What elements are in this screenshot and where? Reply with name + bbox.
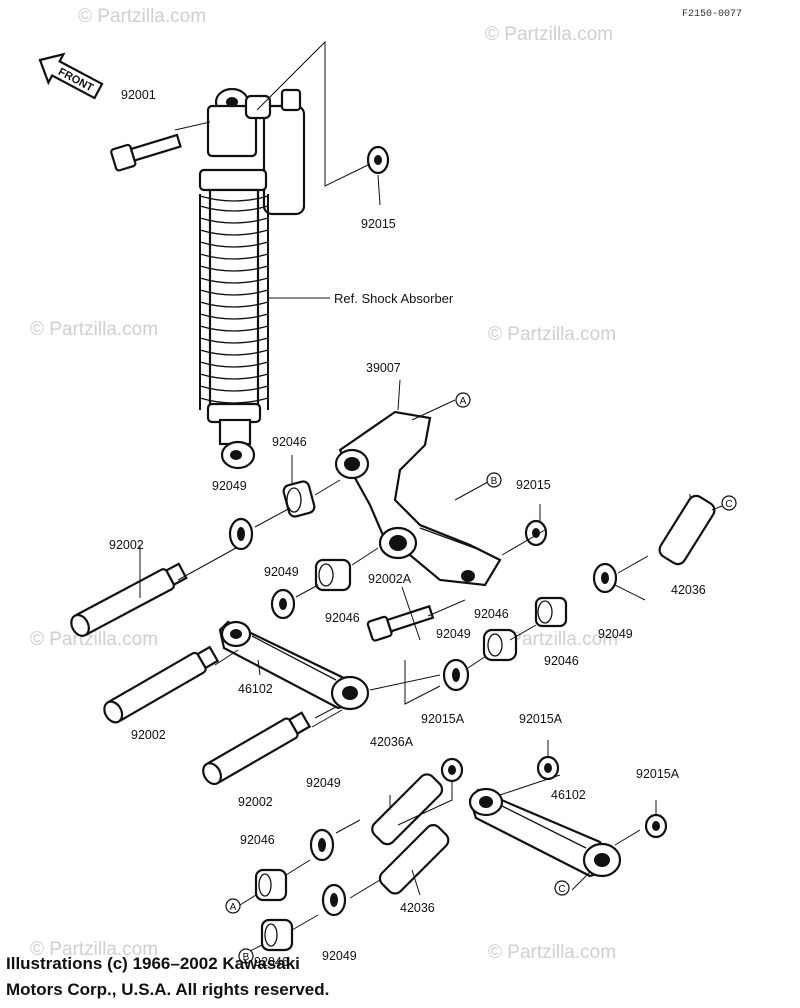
leader-lines — [139, 40, 723, 956]
part-number: 46102 — [551, 788, 586, 802]
watermark: © Partzilla.com — [30, 629, 158, 650]
tie-rod-46102-right — [468, 787, 622, 878]
part-number: 92015 — [516, 478, 551, 492]
part-number: 92002A — [368, 572, 412, 586]
ref-shock-absorber-label: Ref. Shock Absorber — [334, 291, 454, 306]
part-number: 92049 — [436, 627, 471, 641]
bearing-92046-right-a — [534, 596, 568, 628]
sleeve-42036a — [371, 773, 444, 846]
part-number: 92046 — [325, 611, 360, 625]
shock-absorber — [198, 87, 306, 470]
part-number: 92046 — [272, 435, 307, 449]
part-number: 39007 — [366, 361, 401, 375]
part-number: 92002 — [131, 728, 166, 742]
bearing-92046-right-b — [482, 628, 518, 662]
part-number: 92015A — [421, 712, 465, 726]
seal-92049-lower — [309, 828, 335, 862]
bearing-92046-upper — [282, 480, 316, 518]
collar-92015a-3 — [644, 813, 668, 839]
callout-letter: C — [725, 499, 732, 510]
part-number: 92015A — [519, 712, 563, 726]
part-number: 92049 — [322, 949, 357, 963]
part-number: 92015A — [636, 767, 680, 781]
shaft-92002-upper — [70, 562, 188, 637]
part-number: 92001 — [121, 88, 156, 102]
collar-92015a-1 — [440, 757, 464, 783]
bearing-92046-lower — [254, 868, 288, 902]
seal-92049-upper — [228, 517, 254, 551]
callout-letter: B — [243, 952, 250, 963]
watermark: © Partzilla.com — [488, 942, 616, 963]
front-arrow-icon: FRONT — [38, 52, 104, 100]
callout-a-top: A — [455, 392, 471, 408]
callout-a-bottom: A — [225, 898, 241, 914]
collar-92015-rocker — [524, 519, 548, 547]
seal-92049-bottom — [321, 883, 347, 917]
figure-code: F2150-0077 — [682, 9, 742, 20]
part-number: 92046 — [544, 654, 579, 668]
bearing-92046-mid — [314, 558, 352, 592]
watermark: © Partzilla.com — [490, 629, 618, 650]
shaft-92002-bottom — [202, 711, 312, 786]
callout-letter: A — [460, 396, 467, 407]
sleeve-42036-bottom — [378, 824, 450, 895]
callout-letter: C — [558, 884, 565, 895]
sleeve-42036-right — [658, 494, 716, 566]
tie-rod-46102-left — [218, 620, 370, 711]
part-number: 92046 — [474, 607, 509, 621]
seal-92049-center — [442, 658, 470, 692]
collar-92015a-2 — [536, 755, 560, 781]
watermark-group: © Partzilla.com © Partzilla.com © Partzi… — [30, 6, 618, 963]
bolt-92001 — [110, 133, 182, 172]
part-number: 92049 — [598, 627, 633, 641]
seal-92049-mid — [270, 588, 296, 620]
part-number: 92046 — [240, 833, 275, 847]
bearing-92046-bottom — [260, 918, 294, 952]
part-number: 92049 — [306, 776, 341, 790]
watermark: © Partzilla.com — [485, 24, 613, 45]
callout-c-top: C — [721, 495, 737, 511]
watermark: © Partzilla.com — [30, 319, 158, 340]
part-number: 92002 — [109, 538, 144, 552]
collar-92015-top — [366, 145, 390, 175]
watermark: © Partzilla.com — [78, 6, 206, 27]
seal-92049-right — [592, 562, 618, 594]
copyright-line: Motors Corp., U.S.A. All rights reserved… — [6, 980, 330, 999]
callout-letter: A — [230, 902, 237, 913]
watermark: © Partzilla.com — [30, 939, 158, 960]
part-number: 92015 — [361, 217, 396, 231]
copyright-line: Illustrations (c) 1966–2002 Kawasaki — [6, 954, 300, 973]
shaft-92002-lower — [103, 645, 220, 724]
callout-letter: B — [491, 476, 498, 487]
part-number-labels: 92001 92015 39007 92046 92049 92015 4203… — [109, 88, 706, 969]
part-number: 42036A — [370, 735, 414, 749]
copyright-notice: Illustrations (c) 1966–2002 Kawasaki Mot… — [6, 951, 329, 1003]
callout-c-bottom: C — [554, 880, 570, 896]
part-number: 92049 — [212, 479, 247, 493]
rocker-arm-39007 — [334, 410, 502, 587]
part-number: 92049 — [264, 565, 299, 579]
callout-b-bottom: B — [238, 948, 254, 964]
part-number: 46102 — [238, 682, 273, 696]
callout-b-top: B — [486, 472, 502, 488]
part-number: 42036 — [400, 901, 435, 915]
watermark: © Partzilla.com — [488, 324, 616, 345]
part-number: 92002 — [238, 795, 273, 809]
bolt-92002a — [366, 604, 435, 642]
part-number: 92046 — [254, 955, 289, 969]
part-number: 42036 — [671, 583, 706, 597]
